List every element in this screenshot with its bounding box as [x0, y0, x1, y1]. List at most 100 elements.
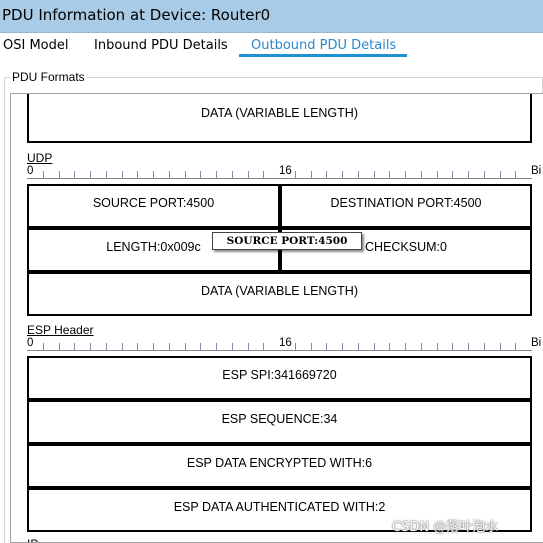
ruler-tick — [42, 171, 44, 178]
ip-header-label: IP — [27, 537, 38, 542]
udp-checksum-field: CHECKSUM:0 — [280, 228, 532, 272]
ruler-tick — [121, 171, 123, 178]
ruler-tick — [389, 171, 391, 178]
ruler-tick — [58, 343, 60, 350]
esp-ruler-mid: 16 — [279, 337, 292, 349]
ruler-tick — [326, 171, 328, 178]
top-data-field: DATA (VARIABLE LENGTH) — [27, 94, 532, 143]
ruler-tick — [483, 171, 485, 178]
ruler-tick — [263, 171, 265, 178]
ruler-tick — [436, 343, 438, 350]
udp-source-port: SOURCE PORT:4500 — [92, 196, 215, 210]
esp-encrypted: ESP DATA ENCRYPTED WITH:6 — [186, 456, 373, 470]
ruler-tick — [74, 343, 76, 350]
esp-ruler-start: 0 — [27, 337, 34, 349]
ruler-tick — [405, 343, 406, 350]
ruler-tick — [452, 171, 454, 178]
tab-osi-model[interactable]: OSI Model — [3, 38, 69, 53]
esp-authenticated-field: ESP DATA AUTHENTICATED WITH:2 — [27, 488, 532, 532]
ruler-tick — [74, 171, 76, 178]
tab-inbound-pdu-details[interactable]: Inbound PDU Details — [94, 38, 228, 53]
ruler-tick — [90, 343, 91, 350]
udp-destination-port-field: DESTINATION PORT:4500 — [280, 184, 532, 228]
ruler-tick — [420, 343, 422, 350]
ruler-tick — [200, 343, 202, 350]
udp-destination-port: DESTINATION PORT:4500 — [330, 196, 482, 210]
ruler-tick — [499, 343, 501, 350]
ruler-tick — [90, 171, 91, 178]
ruler-tick — [326, 343, 328, 350]
esp-sequence-field: ESP SEQUENCE:34 — [27, 400, 532, 444]
esp-spi: ESP SPI:341669720 — [222, 368, 337, 382]
udp-header-label: UDP — [27, 151, 53, 165]
tab-outbound-pdu-details[interactable]: Outbound PDU Details — [251, 38, 397, 53]
ruler-tick — [263, 343, 265, 350]
udp-length: LENGTH:0x009c — [106, 240, 201, 254]
window-title: PDU Information at Device: Router0 — [2, 6, 271, 24]
ruler-tick — [405, 171, 406, 178]
udp-source-port-field: SOURCE PORT:4500 — [27, 184, 280, 228]
source-port-tooltip: SOURCE PORT:4500 — [212, 232, 362, 250]
ruler-tick — [153, 171, 154, 178]
ruler-tick — [452, 343, 454, 350]
ruler-tick — [216, 343, 217, 350]
udp-ruler-mid: 16 — [279, 165, 292, 177]
ruler-tick — [483, 343, 485, 350]
ruler-tick — [515, 171, 517, 178]
ruler-tick — [499, 171, 501, 178]
udp-checksum: CHECKSUM:0 — [365, 240, 447, 254]
ruler-tick — [58, 171, 60, 178]
ruler-tick — [153, 343, 154, 350]
ruler-tick — [216, 171, 217, 178]
tab-bar: OSI Model Inbound PDU Details Outbound P… — [0, 33, 543, 59]
esp-authenticated: ESP DATA AUTHENTICATED WITH:2 — [173, 500, 386, 514]
ruler-tick — [357, 343, 359, 350]
ruler-tick — [247, 171, 249, 178]
udp-ruler-start: 0 — [27, 165, 34, 177]
esp-ruler-line — [27, 350, 532, 351]
ruler-tick — [42, 343, 44, 350]
ruler-tick — [389, 343, 391, 350]
ruler-tick — [436, 171, 438, 178]
ruler-tick — [137, 343, 139, 350]
udp-bit-ruler: 0 16 Bi — [27, 165, 543, 181]
ruler-tick — [247, 343, 249, 350]
udp-ruler-line — [27, 178, 532, 179]
ruler-tick — [294, 171, 296, 178]
ruler-tick — [231, 343, 233, 350]
ruler-tick — [168, 343, 170, 350]
ruler-tick — [231, 171, 233, 178]
pdu-formats-label: PDU Formats — [10, 70, 87, 84]
ruler-tick — [105, 171, 107, 178]
ruler-tick — [121, 343, 123, 350]
watermark: CSDN @落叶泡水 — [392, 520, 499, 535]
ruler-tick — [105, 343, 107, 350]
ruler-tick — [200, 171, 202, 178]
ruler-tick — [184, 343, 186, 350]
esp-header-label: ESP Header — [27, 323, 94, 337]
ruler-tick — [294, 343, 296, 350]
udp-data-field: DATA (VARIABLE LENGTH) — [27, 272, 532, 316]
esp-spi-field: ESP SPI:341669720 — [27, 356, 532, 400]
esp-sequence: ESP SEQUENCE:34 — [221, 412, 338, 426]
ruler-tick — [468, 343, 469, 350]
ruler-tick — [310, 171, 312, 178]
udp-ruler-end: Bi — [531, 165, 542, 177]
esp-encrypted-field: ESP DATA ENCRYPTED WITH:6 — [27, 444, 532, 488]
ruler-tick — [515, 343, 517, 350]
ruler-tick — [420, 171, 422, 178]
ruler-tick — [342, 343, 343, 350]
esp-bit-ruler: 0 16 Bi — [27, 337, 543, 353]
ruler-tick — [168, 171, 170, 178]
pdu-format-panel[interactable]: DATA (VARIABLE LENGTH) UDP 0 16 Bi SOURC… — [10, 93, 543, 543]
ruler-tick — [310, 343, 312, 350]
udp-data: DATA (VARIABLE LENGTH) — [201, 284, 358, 298]
active-tab-indicator — [239, 54, 407, 57]
ruler-tick — [137, 171, 139, 178]
esp-ruler-end: Bi — [531, 337, 542, 349]
ruler-tick — [468, 171, 469, 178]
title-bar: PDU Information at Device: Router0 — [0, 0, 543, 33]
ruler-tick — [373, 171, 375, 178]
ruler-tick — [357, 171, 359, 178]
top-data-label: DATA (VARIABLE LENGTH) — [201, 106, 358, 120]
